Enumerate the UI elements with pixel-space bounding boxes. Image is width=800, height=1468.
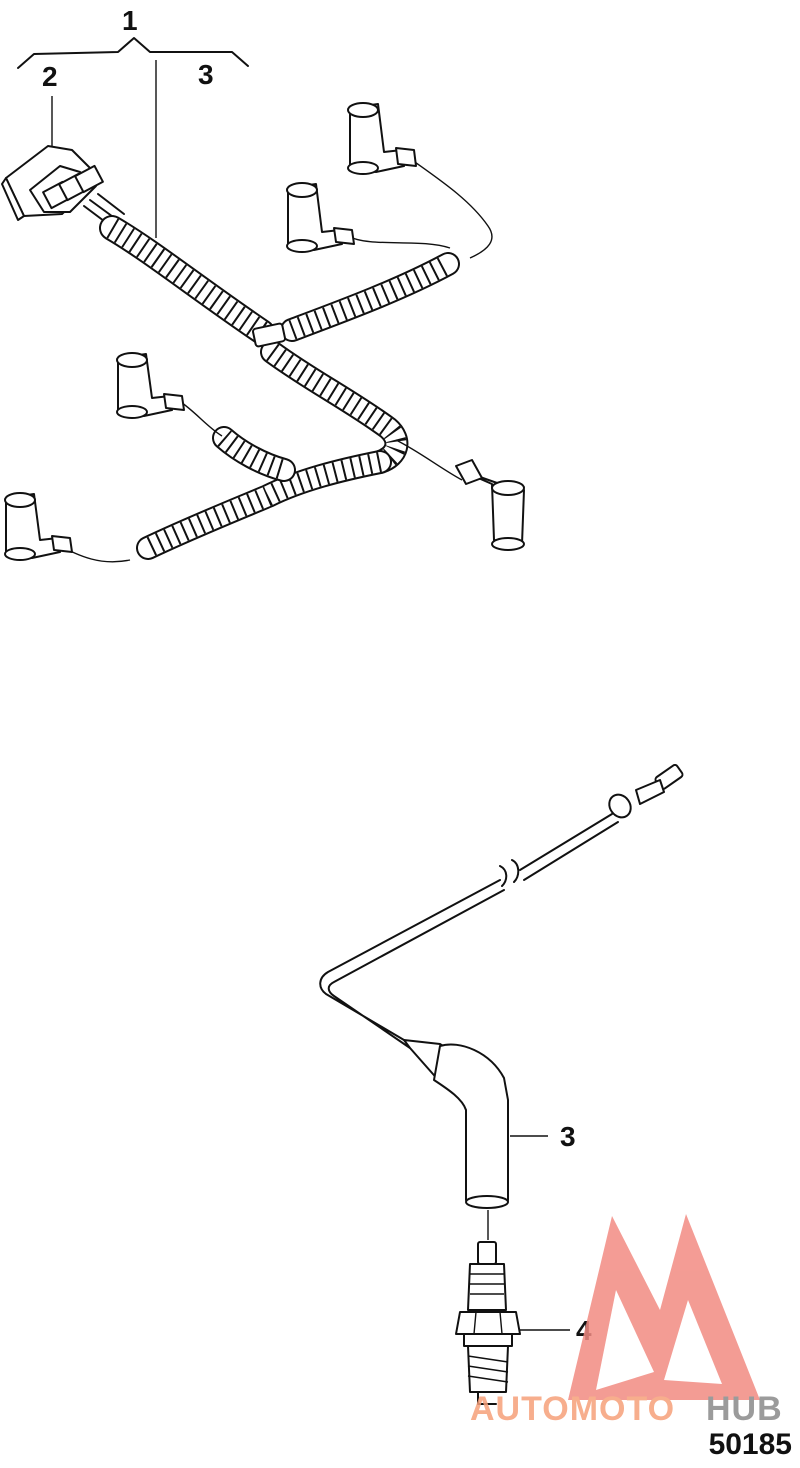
boot-lower-right <box>455 459 525 551</box>
boot-upper-middle <box>286 182 355 253</box>
figure-id: 50185 <box>708 1428 792 1461</box>
spark-plug-lead <box>319 763 684 1240</box>
boot-left-middle <box>116 352 185 419</box>
harness-connector <box>1 145 125 231</box>
callout-3-upper: 3 <box>198 59 214 90</box>
spark-plug <box>455 1241 570 1405</box>
watermark-text-automoto: AUTOMOTO <box>470 1390 675 1428</box>
callout-2: 2 <box>42 61 58 92</box>
callout-1: 1 <box>122 5 138 36</box>
callout-3-lower: 3 <box>560 1121 576 1152</box>
watermark-logo: AUTOMOTO HUB <box>470 1214 783 1428</box>
watermark-text-hub: HUB <box>706 1390 783 1428</box>
boot-lower-left <box>4 492 73 561</box>
harness-tubing <box>99 215 460 560</box>
top-callouts: 1 2 3 <box>17 5 249 238</box>
boot-upper-right <box>347 102 417 175</box>
